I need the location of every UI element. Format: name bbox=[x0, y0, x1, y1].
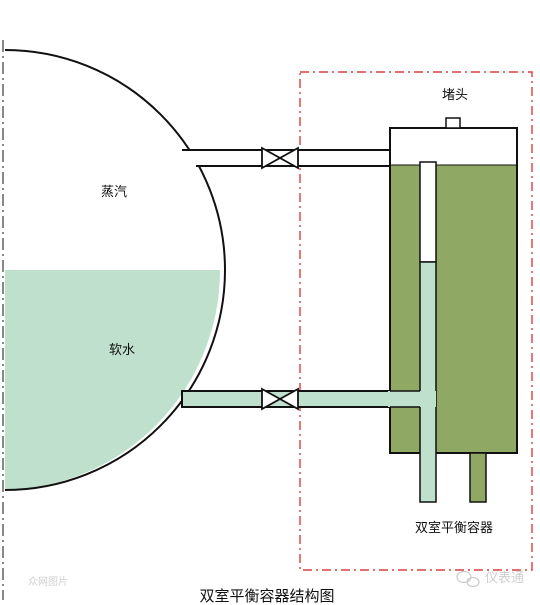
upper-valve bbox=[261, 146, 299, 170]
chamber-label: 双室平衡容器 bbox=[415, 520, 493, 536]
inner-tube-water bbox=[419, 261, 437, 503]
plug-label: 堵头 bbox=[442, 88, 468, 103]
right-outlet-pipe bbox=[469, 452, 487, 503]
watermark-left: 众网图片 bbox=[28, 575, 68, 588]
container-fill bbox=[390, 165, 517, 453]
diagram-caption: 双室平衡容器结构图 bbox=[199, 587, 334, 605]
container-frame bbox=[299, 71, 533, 571]
watermark-right: 仪表通 bbox=[485, 571, 524, 586]
lower-valve bbox=[261, 387, 299, 411]
drum-water bbox=[5, 270, 220, 490]
wechat-icon bbox=[456, 570, 480, 588]
plug bbox=[445, 117, 461, 129]
inner-tube-top bbox=[419, 161, 437, 263]
soft-water-label: 软水 bbox=[109, 343, 135, 358]
lower-pipe bbox=[181, 390, 421, 408]
drum-outline bbox=[4, 49, 226, 491]
inner-cross-tube bbox=[388, 391, 436, 407]
steam-label: 蒸汽 bbox=[101, 185, 127, 200]
